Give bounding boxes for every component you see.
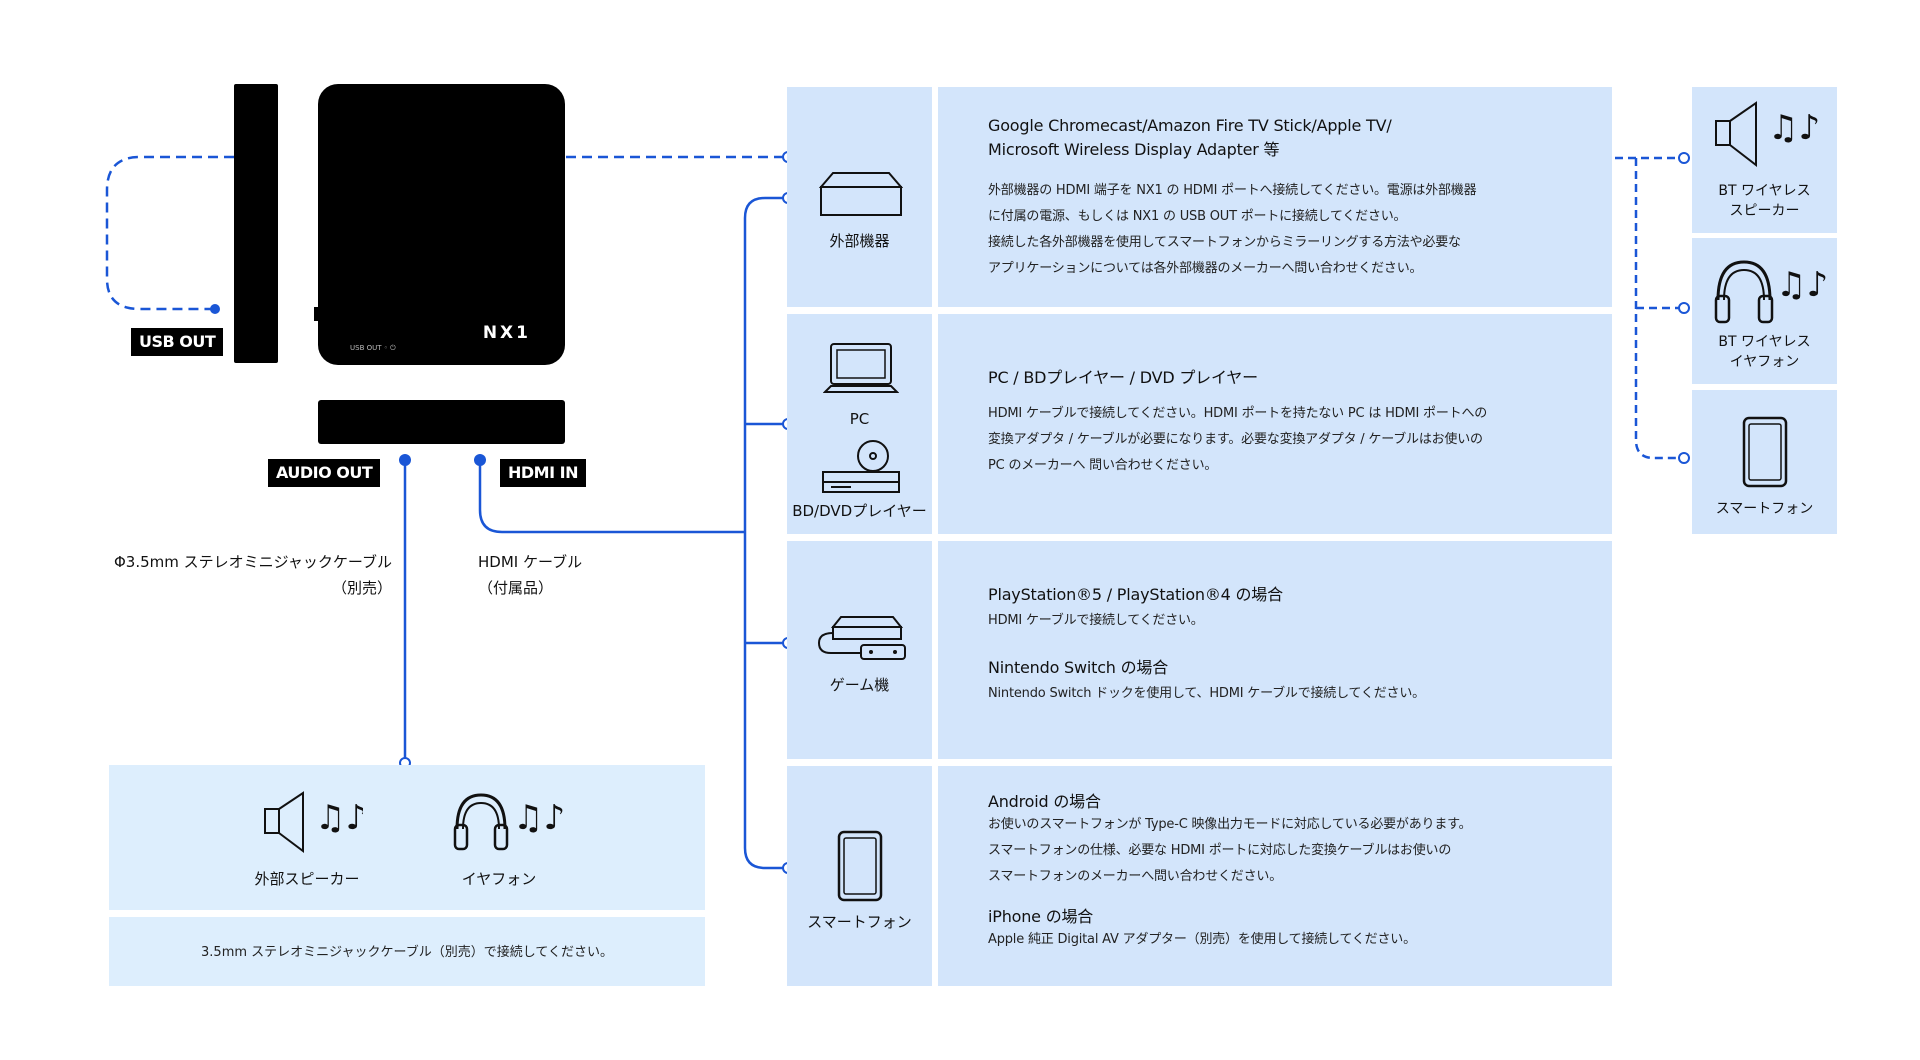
source-body: HDMI ケーブルで接続してください。HDMI ポートを持たない PC は HD… <box>988 406 1488 473</box>
svg-text:♫♪: ♫♪ <box>315 798 363 838</box>
bt-label: スマートフォン <box>1715 501 1814 517</box>
source-title: PlayStation®5 / PlayStation®4 の場合 <box>988 585 1283 604</box>
source-info-pc: PC / BDプレイヤー / DVD プレイヤー HDMI ケーブルで接続してく… <box>938 314 1612 534</box>
audio-cable-caption: Φ3.5mm ステレオミニジャックケーブル （別売） <box>113 553 392 597</box>
headphones-icon: ♫♪ <box>453 793 565 851</box>
source-cell-smartphone: スマートフォン <box>787 766 932 986</box>
source-cell-game: ゲーム機 <box>787 541 932 759</box>
audio-out-tag: AUDIO OUT <box>268 459 381 487</box>
disc-player-icon <box>822 440 900 493</box>
hdmi-cable-wire <box>478 460 745 534</box>
bt-label: BT ワイヤレス スピーカー <box>1718 183 1811 219</box>
source-title: Android の場合 <box>988 792 1101 811</box>
usb-out-port-dot <box>210 304 220 314</box>
nx1-device: NX1 USB OUT ◦ ⏻ <box>318 84 565 365</box>
external-box-icon <box>819 172 903 216</box>
bt-cell-smartphone: スマートフォン <box>1692 390 1837 534</box>
source-label: PC <box>849 410 870 428</box>
source-body: 外部機器の HDMI 端子を NX1 の HDMI ポートへ接続してください。電… <box>988 183 1477 276</box>
source-title: Google Chromecast/Amazon Fire TV Stick/A… <box>988 116 1392 159</box>
source-info-smartphone: Android の場合 お使いのスマートフォンが Type-C 映像出力モードに… <box>938 766 1612 986</box>
device-side-notch <box>314 307 319 321</box>
source-title-2: Nintendo Switch の場合 <box>988 658 1169 677</box>
smartphone-icon <box>837 830 883 902</box>
source-label: BD/DVDプレイヤー <box>792 502 927 520</box>
game-console-icon <box>817 616 906 660</box>
source-body: HDMI ケーブルで接続してください。 <box>988 613 1204 628</box>
source-label: スマートフォン <box>807 913 912 931</box>
hdmi-bus-wire <box>743 196 784 870</box>
source-label: 外部機器 <box>829 232 890 250</box>
source-body-2: Nintendo Switch ドックを使用して、HDMI ケーブルで接続してく… <box>988 686 1425 701</box>
source-title: PC / BDプレイヤー / DVD プレイヤー <box>988 368 1258 387</box>
usb-out-tag: USB OUT <box>131 328 224 356</box>
source-body-2: Apple 純正 Digital AV アダプター（別売）を使用して接続してくだ… <box>988 932 1416 947</box>
source-info-game: PlayStation®5 / PlayStation®4 の場合 HDMI ケ… <box>938 541 1612 759</box>
bt-cell-speaker: ♫♪ BT ワイヤレス スピーカー <box>1692 87 1837 233</box>
headphones-icon: ♫♪ <box>1714 260 1828 324</box>
earphone-label: イヤフォン <box>461 870 537 888</box>
source-label: ゲーム機 <box>829 676 890 694</box>
svg-text:♫♪: ♫♪ <box>1776 265 1828 305</box>
source-body: お使いのスマートフォンが Type-C 映像出力モードに対応している必要がありま… <box>988 817 1472 884</box>
speaker-label: 外部スピーカー <box>254 870 360 888</box>
smartphone-icon <box>1742 416 1788 488</box>
speaker-icon: ♫♪ <box>264 791 363 853</box>
hdmi-in-tag: HDMI IN <box>500 459 586 487</box>
device-base-bar <box>318 400 565 444</box>
device-side-panel <box>234 84 278 363</box>
usb-out-dashed-wire <box>105 155 234 311</box>
source-cell-external: 外部機器 <box>787 87 932 307</box>
device-port-caption: USB OUT ◦ ⏻ <box>350 344 396 352</box>
source-cell-pc: PC BD/DVDプレイヤー <box>787 314 932 534</box>
source-info-external: Google Chromecast/Amazon Fire TV Stick/A… <box>938 87 1612 307</box>
power-icon: ⏻ <box>390 344 396 352</box>
audio-output-note-box: 3.5mm ステレオミニジャックケーブル（別売）で接続してください。 <box>109 917 705 986</box>
audio-output-note: 3.5mm ステレオミニジャックケーブル（別売）で接続してください。 <box>201 945 613 960</box>
hdmi-cable-caption: HDMI ケーブル （付属品） <box>478 553 583 597</box>
bt-cell-earphones: ♫♪ BT ワイヤレス イヤフォン <box>1692 238 1837 384</box>
device-brand: NX1 <box>482 323 531 343</box>
bt-label: BT ワイヤレス イヤフォン <box>1718 334 1811 370</box>
source-title-2: iPhone の場合 <box>988 907 1094 926</box>
audio-output-panel: ♫♪ ♫♪ 外部スピーカー イヤフォン <box>109 765 705 910</box>
svg-text:♫♪: ♫♪ <box>513 798 565 838</box>
svg-text:♫♪: ♫♪ <box>1768 108 1820 148</box>
speaker-icon: ♫♪ <box>1715 101 1820 167</box>
laptop-icon <box>823 343 899 393</box>
